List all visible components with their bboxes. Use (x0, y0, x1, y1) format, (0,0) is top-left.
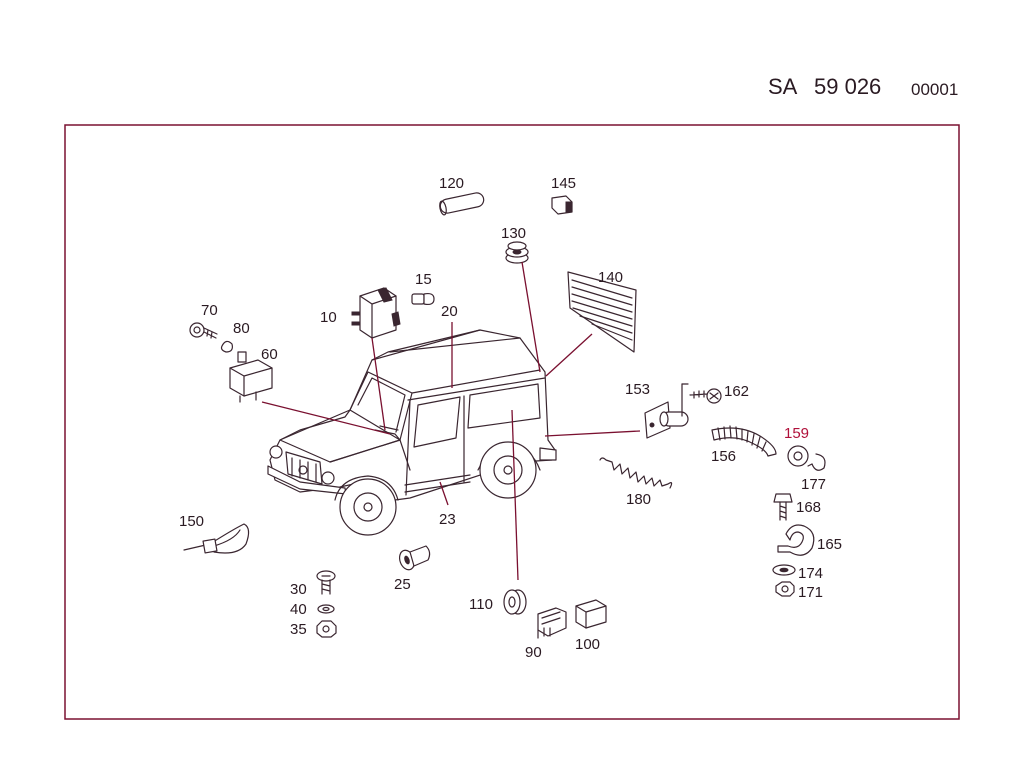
label-120: 120 (439, 175, 464, 192)
label-80: 80 (233, 320, 250, 337)
part-90-bracket (537, 607, 567, 639)
label-162: 162 (724, 383, 749, 400)
label-165: 165 (817, 536, 842, 553)
label-35: 35 (290, 621, 307, 638)
part-60-relay (229, 351, 273, 403)
label-25: 25 (394, 576, 411, 593)
label-110: 110 (469, 596, 493, 613)
part-80-washer (220, 340, 233, 353)
part-171-nut (775, 581, 795, 597)
label-10: 10 (320, 309, 337, 326)
label-60: 60 (261, 346, 278, 363)
part-159-grommet (787, 445, 809, 467)
label-15: 15 (415, 271, 432, 288)
header-number: 59 026 (814, 74, 882, 99)
header-code: 00001 (911, 80, 959, 99)
label-174: 174 (798, 565, 823, 582)
part-30-screw (316, 570, 336, 595)
label-150: 150 (179, 513, 204, 530)
part-156-bellows (711, 425, 777, 457)
part-110-grommet (503, 589, 527, 615)
part-70-screw (189, 322, 218, 339)
label-180: 180 (626, 491, 651, 508)
part-174-washer (772, 564, 796, 576)
label-100: 100 (575, 636, 600, 653)
label-90: 90 (525, 644, 542, 661)
part-15-bulb (411, 292, 435, 306)
label-156: 156 (711, 448, 736, 465)
part-168-bolt (773, 493, 793, 521)
leader-lines (261, 261, 641, 581)
part-140-panel (567, 271, 637, 353)
label-171: 171 (798, 584, 823, 601)
part-40-lock-washer (317, 604, 335, 614)
label-30: 30 (290, 581, 307, 598)
part-100-housing (575, 599, 607, 629)
part-130-grommet (505, 241, 529, 264)
part-162-screw (689, 388, 722, 404)
label-130: 130 (501, 225, 526, 242)
label-145: 145 (551, 175, 576, 192)
label-177: 177 (801, 476, 826, 493)
part-165-clamp (777, 524, 815, 556)
label-23: 23 (439, 511, 456, 528)
label-70: 70 (201, 302, 218, 319)
label-153: 153 (625, 381, 650, 398)
header-prefix: SA (768, 74, 798, 99)
part-180-spring (599, 457, 673, 489)
part-25-plug (398, 545, 431, 571)
label-20: 20 (441, 303, 458, 320)
label-159: 159 (784, 425, 809, 442)
diagram-frame (64, 124, 960, 720)
part-153-bracket (644, 383, 689, 439)
vehicle-illustration (267, 329, 557, 536)
part-10-relay (351, 287, 401, 339)
label-140: 140 (598, 269, 623, 286)
part-177-circlip (807, 453, 826, 471)
label-40: 40 (290, 601, 307, 618)
part-150-cable-tie (183, 523, 250, 554)
part-120-sleeve (439, 192, 485, 216)
label-168: 168 (796, 499, 821, 516)
part-145-clip (551, 195, 573, 215)
part-35-nut (316, 620, 337, 638)
